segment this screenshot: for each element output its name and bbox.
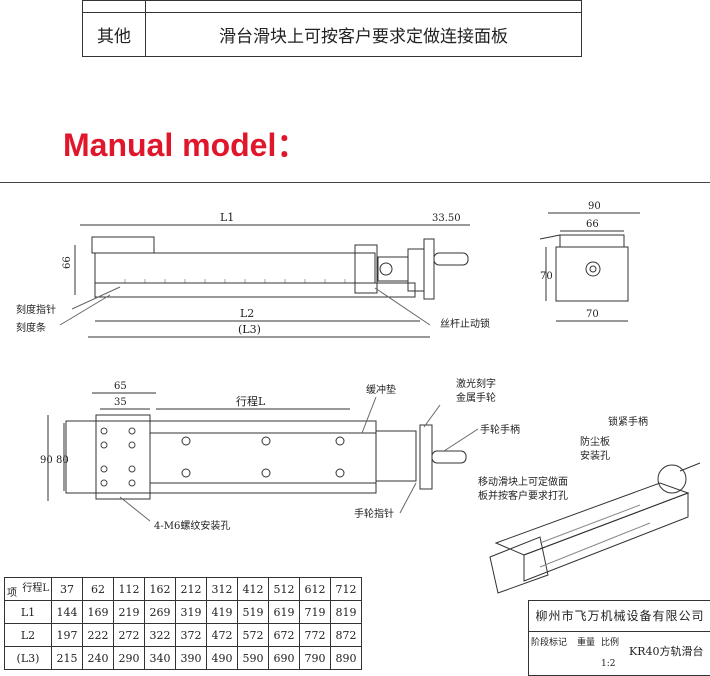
front-view: L1 33.50 66 L2 (L3) 刻度指针 刻度条 丝杆止动锁 [16,211,490,338]
spec-row-label: L2 [4,623,52,647]
iso-view: 锁紧手柄 防尘板 安装孔 移动滑块上可定做面 板并按客户要求打孔 [478,415,701,594]
label-handwheel-pointer: 手轮指针 [354,507,394,520]
spec-cell: 169 [82,600,114,624]
top-view: 65 35 行程L 90 80 缓冲垫 激光刻字 金属手轮 手轮手柄 手轮指针 … [40,377,520,532]
dim-stroke: 行程L [236,395,266,408]
spec-cell: 872 [330,623,362,647]
spec-cell: 412 [237,577,269,601]
spec-cell: 372 [175,623,207,647]
spec-cell: 419 [206,600,238,624]
spec-cell: 619 [268,600,300,624]
dim-l3: (L3) [238,323,261,336]
spec-cell: 37 [51,577,83,601]
spec-cell: 162 [144,577,176,601]
spec-cell: 572 [237,623,269,647]
spec-cell: 222 [82,623,114,647]
spec-cell: 590 [237,646,269,670]
dim-65: 65 [114,381,127,392]
col-scale: 比例 [601,638,620,648]
spec-cell: 322 [144,623,176,647]
label-buffer: 缓冲垫 [366,383,396,396]
dim-66-side: 66 [586,219,599,230]
top-spec-table-fragment: 其他 滑台滑块上可按客户要求定做连接面板 [82,0,582,57]
spec-cell: 312 [206,577,238,601]
title-block: 柳州市飞万机械设备有限公司 阶段标记 重量 比例 1:2 KR40方轨滑台 [528,600,710,676]
row-label: 其他 [82,12,146,57]
label-scale-pointer: 刻度指针 [16,303,56,316]
spec-corner-bottom: 项 [7,588,17,599]
col-weight: 重量 [577,638,596,648]
label-lock-handle: 锁紧手柄 [608,415,648,428]
spec-cell: 512 [268,577,300,601]
spec-cell: 390 [175,646,207,670]
company-name: 柳州市飞万机械设备有限公司 [529,601,710,632]
label-mounting-holes: 4-M6螺纹安装孔 [154,519,230,532]
spec-cell: 712 [330,577,362,601]
spec-cell: 219 [113,600,145,624]
label-screw-lock: 丝杆止动锁 [440,317,490,330]
label-custom-plate-1: 移动滑块上可定做面 [478,475,568,488]
scale-value: 1:2 [601,659,616,669]
spec-cell: 819 [330,600,362,624]
spec-cell: 772 [299,623,331,647]
spec-cell: 612 [299,577,331,601]
spec-cell: 340 [144,646,176,670]
dim-33-50: 33.50 [432,213,461,224]
label-dust-plate: 防尘板 [580,435,610,448]
spec-cell: 62 [82,577,114,601]
product-name: KR40方轨滑台 [629,645,704,658]
spec-cell: 197 [51,623,83,647]
spec-row-label: L1 [4,600,52,624]
spec-cell: 672 [268,623,300,647]
label-metal-handwheel: 金属手轮 [456,391,496,404]
spec-row-label: (L3) [4,646,52,670]
section-heading: Manual model： [63,127,309,163]
spec-cell: 212 [175,577,207,601]
stroke-spec-table: 行程L 项 37 62 112 162 212 312 412 512 612 … [4,577,362,670]
dim-l1: L1 [220,211,234,224]
spec-corner-top: 行程L [22,583,49,594]
label-laser-engraved: 激光刻字 [456,377,496,390]
side-view: 90 66 70 70 [539,201,640,322]
label-handwheel-handle: 手轮手柄 [480,423,520,436]
label-scale-bar: 刻度条 [16,321,46,334]
spec-cell: 112 [113,577,145,601]
technical-drawing: L1 33.50 66 L2 (L3) 刻度指针 刻度条 丝杆止动锁 90 66… [0,182,710,675]
dim-80: 80 [56,455,69,466]
dim-70-height: 70 [540,271,553,282]
spec-cell: 490 [206,646,238,670]
dim-l2: L2 [240,307,254,320]
dim-70-width: 70 [586,309,599,320]
spec-cell: 319 [175,600,207,624]
spec-cell: 215 [51,646,83,670]
label-mounting-hole: 安装孔 [580,449,610,462]
spec-cell: 890 [330,646,362,670]
dim-35: 35 [114,397,127,408]
spec-cell: 144 [51,600,83,624]
spec-cell: 790 [299,646,331,670]
spec-cell: 269 [144,600,176,624]
row-text: 滑台滑块上可按客户要求定做连接面板 [145,12,582,57]
dim-90-side: 90 [588,201,601,212]
dim-66-front: 66 [62,256,73,269]
label-custom-plate-2: 板并按客户要求打孔 [478,489,568,502]
spec-cell: 690 [268,646,300,670]
spec-cell: 290 [113,646,145,670]
dim-90-top: 90 [40,455,53,466]
spec-cell: 272 [113,623,145,647]
spec-cell: 719 [299,600,331,624]
spec-cell: 240 [82,646,114,670]
col-stage: 阶段标记 [531,638,568,648]
spec-cell: 472 [206,623,238,647]
spec-cell: 519 [237,600,269,624]
spec-corner-cell: 行程L 项 [4,577,52,601]
